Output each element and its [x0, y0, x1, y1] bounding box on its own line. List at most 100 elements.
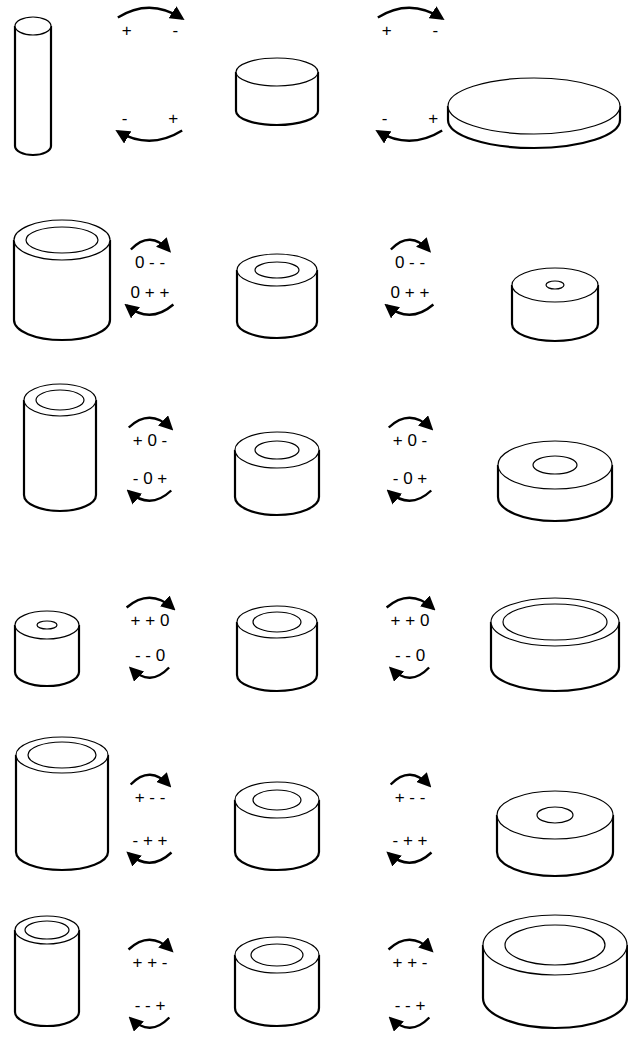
cylinder-shape	[15, 17, 51, 155]
curved-arrow	[389, 418, 432, 429]
sign-label: - - +	[133, 996, 168, 1015]
sign-label: - + +	[131, 831, 170, 850]
curved-arrow	[131, 240, 169, 251]
cylinder-top	[235, 432, 319, 468]
sign-label: - - +	[393, 996, 428, 1015]
bore-opening	[255, 441, 299, 459]
sign-label: - 0 +	[131, 469, 170, 488]
curved-arrow	[378, 8, 442, 19]
curved-arrow	[129, 853, 172, 863]
curved-arrow	[391, 240, 429, 251]
sign-label: - - 0	[133, 646, 167, 665]
cylinder-shape	[235, 937, 319, 1026]
sign-label: - 0 +	[391, 469, 430, 488]
cylinder-shape	[14, 220, 110, 340]
curved-arrow	[118, 8, 182, 19]
sign-label: + + -	[391, 953, 430, 972]
sign-label: - +	[120, 109, 180, 128]
bore-opening	[546, 281, 564, 289]
bore-opening	[25, 921, 69, 939]
cylinder-shape	[15, 611, 79, 686]
bore-opening	[36, 390, 84, 410]
cylinder-top	[491, 598, 619, 646]
cylinder-shape	[448, 78, 620, 148]
cylinder-top	[236, 58, 318, 86]
curved-arrow	[131, 668, 169, 678]
curved-arrow	[389, 853, 432, 863]
sign-label: 0 + +	[129, 283, 172, 302]
curved-arrow	[391, 1018, 430, 1028]
cylinder-top	[237, 606, 317, 638]
sign-label: + -	[120, 21, 180, 40]
cylinder-shape	[236, 58, 318, 125]
curved-arrow	[129, 491, 172, 501]
bore-far-edge	[503, 649, 607, 667]
curved-arrow	[129, 418, 172, 429]
bore-opening	[251, 944, 303, 966]
sign-label: + + -	[131, 953, 170, 972]
bore-opening	[253, 790, 301, 810]
cylinder-top	[483, 915, 627, 975]
sign-label: - + +	[391, 831, 430, 850]
curved-arrow	[391, 775, 430, 786]
bore-opening	[505, 925, 605, 965]
curved-arrow	[127, 305, 174, 315]
cylinder-shape	[235, 432, 319, 515]
sign-label: + 0 -	[131, 431, 170, 450]
cylinder-top	[448, 78, 620, 134]
curved-arrow	[378, 131, 442, 141]
sign-label: + + 0	[389, 611, 432, 630]
bore-opening	[503, 604, 607, 640]
bore-opening	[533, 456, 577, 474]
bore-opening	[37, 621, 57, 629]
cylinder-shape	[491, 598, 619, 691]
bore-opening	[26, 227, 98, 253]
curved-arrow	[387, 598, 434, 609]
curved-arrow	[127, 598, 174, 609]
cylinder-shape	[237, 254, 317, 338]
sign-label: + -	[380, 21, 440, 40]
cylinder-top	[497, 791, 613, 839]
sign-label: - +	[380, 109, 440, 128]
bore-opening	[253, 612, 301, 632]
sign-label: + + 0	[129, 611, 172, 630]
sign-label: - - 0	[393, 646, 427, 665]
cylinder-top	[512, 268, 598, 302]
sign-label: + - -	[393, 788, 428, 807]
curved-arrow	[389, 491, 432, 501]
curved-arrow	[389, 940, 432, 951]
bore-opening	[255, 262, 299, 278]
cylinder-shape	[498, 441, 612, 521]
cylinder-top	[15, 17, 51, 35]
cylinder-top	[16, 737, 108, 773]
sign-label: + 0 -	[391, 431, 430, 450]
sign-label: 0 - -	[393, 253, 427, 272]
cylinder-shape	[483, 915, 627, 1028]
cylinder-shape	[237, 606, 317, 691]
curved-arrow	[131, 1018, 170, 1028]
sign-label: 0 - -	[133, 253, 167, 272]
curved-arrow	[118, 131, 182, 141]
curved-arrow	[387, 305, 434, 315]
curved-arrow	[391, 668, 429, 678]
cylinder-body	[15, 26, 51, 155]
cylinder-top	[235, 937, 319, 973]
cylinder-top	[24, 384, 96, 416]
curved-arrow	[129, 940, 172, 951]
cylinder-shape	[24, 384, 96, 511]
cylinder-top	[237, 254, 317, 286]
cylinder-shape	[16, 737, 108, 870]
curved-arrow	[131, 775, 170, 786]
cylinder-top	[15, 611, 79, 639]
sign-label: + - -	[133, 788, 168, 807]
cylinder-shape	[235, 782, 319, 870]
cylinder-top	[235, 782, 319, 818]
cylinder-shape	[497, 791, 613, 876]
cylinder-top	[15, 916, 79, 944]
bore-opening	[537, 807, 573, 823]
bore-opening	[28, 742, 96, 768]
bore-far-edge	[505, 978, 605, 998]
sign-label: 0 + +	[389, 283, 432, 302]
cylinder-body	[24, 400, 96, 511]
